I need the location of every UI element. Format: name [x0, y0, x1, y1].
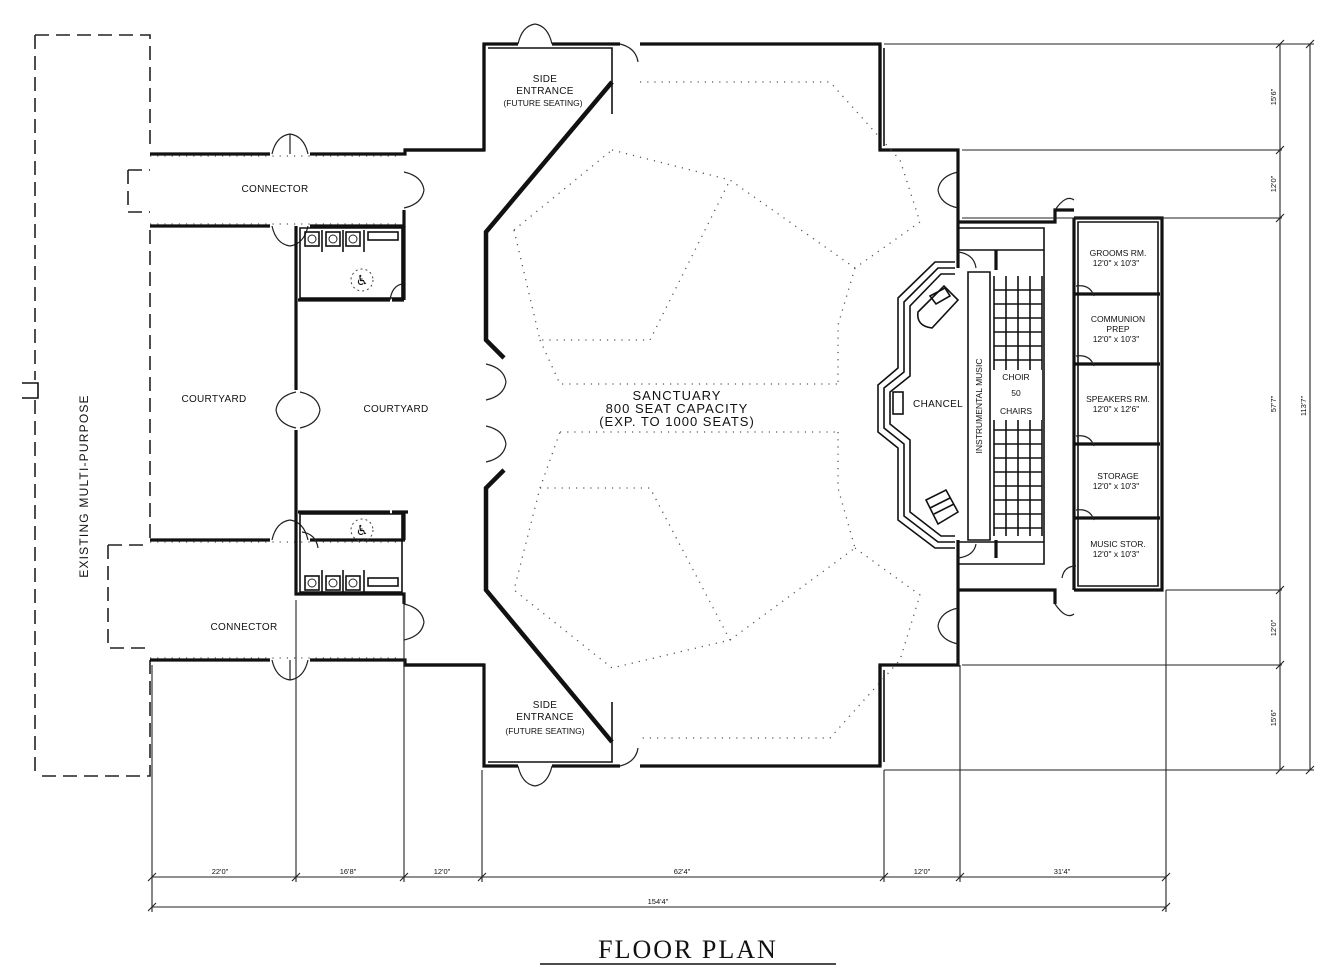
existing-building-label: EXISTING MULTI-PURPOSE [77, 394, 91, 578]
bottom-dimension-labels: 22'0" 16'8" 12'0" 62'4" 12'0" 31'4" 154'… [212, 867, 1071, 906]
music-storage-label: MUSIC STOR. 12'0" x 10'3" [1090, 539, 1146, 559]
svg-text:12'0": 12'0" [914, 867, 931, 876]
drawing-title: FLOOR PLAN [540, 935, 836, 965]
svg-text:12'0" x 10'3": 12'0" x 10'3" [1093, 258, 1140, 268]
svg-text:PREP: PREP [1106, 324, 1129, 334]
svg-text:12'0": 12'0" [434, 867, 451, 876]
right-dimension-labels: 15'6" 12'0" 57'7" 12'0" 15'6" 113'7" [1269, 88, 1308, 726]
chancel-label: CHANCEL [913, 399, 963, 410]
sanctuary-label: SANCTUARY 800 SEAT CAPACITY (EXP. TO 100… [599, 388, 755, 429]
speakers-room-label: SPEAKERS RM. 12'0" x 12'6" [1086, 394, 1150, 414]
grooms-room-label: GROOMS RM. 12'0" x 10'3" [1090, 248, 1147, 268]
svg-text:16'8": 16'8" [340, 867, 357, 876]
svg-text:12'0": 12'0" [1269, 619, 1278, 636]
svg-text:12'0": 12'0" [1269, 175, 1278, 192]
floor-plan-title: FLOOR PLAN [598, 935, 778, 964]
svg-text:CHOIR: CHOIR [1002, 372, 1029, 382]
svg-text:SIDE: SIDE [533, 74, 558, 85]
svg-text:ENTRANCE: ENTRANCE [516, 86, 573, 97]
svg-text:50: 50 [1011, 388, 1021, 398]
svg-text:113'7": 113'7" [1299, 396, 1308, 417]
sanctuary-expansion: (EXP. TO 1000 SEATS) [599, 414, 755, 429]
svg-text:SPEAKERS RM.: SPEAKERS RM. [1086, 394, 1150, 404]
courtyard-right-label: COURTYARD [363, 404, 428, 415]
svg-text:SIDE: SIDE [533, 700, 558, 711]
svg-text:12'0" x 10'3": 12'0" x 10'3" [1093, 334, 1140, 344]
sanctuary-capacity: 800 SEAT CAPACITY [606, 401, 749, 416]
sanctuary-walls [404, 23, 960, 787]
choir-label: CHOIR 50 CHAIRS [1000, 372, 1032, 416]
svg-text:STORAGE: STORAGE [1097, 471, 1139, 481]
right-dimension-lines [884, 39, 1315, 775]
svg-text:CHAIRS: CHAIRS [1000, 406, 1032, 416]
connector-bottom-label: CONNECTOR [211, 622, 278, 633]
choir-area [956, 222, 1045, 590]
connector-top-label: CONNECTOR [242, 184, 309, 195]
svg-text:12'0" x 10'3": 12'0" x 10'3" [1093, 481, 1140, 491]
accessible-icon-2: ♿ [356, 523, 369, 539]
accessible-icon: ♿ [356, 273, 369, 289]
restroom-bottom: ♿ [299, 513, 403, 593]
existing-building-outline [22, 34, 151, 777]
svg-text:(FUTURE SEATING): (FUTURE SEATING) [503, 98, 582, 108]
svg-text:15'6": 15'6" [1269, 88, 1278, 105]
sanctuary-seating-outline [513, 81, 921, 739]
svg-text:154'4": 154'4" [648, 897, 669, 906]
side-entrance-bottom-label: SIDE ENTRANCE (FUTURE SEATING) [505, 700, 584, 736]
svg-text:(FUTURE SEATING): (FUTURE SEATING) [505, 726, 584, 736]
svg-text:GROOMS RM.: GROOMS RM. [1090, 248, 1147, 258]
svg-text:COMMUNION: COMMUNION [1091, 314, 1145, 324]
courtyard-walls [275, 226, 408, 604]
svg-text:62'4": 62'4" [674, 867, 691, 876]
svg-text:MUSIC STOR.: MUSIC STOR. [1090, 539, 1146, 549]
sanctuary-title: SANCTUARY [633, 388, 722, 403]
svg-text:ENTRANCE: ENTRANCE [516, 712, 573, 723]
svg-text:31'4": 31'4" [1054, 867, 1071, 876]
storage-label: STORAGE 12'0" x 10'3" [1093, 471, 1140, 491]
svg-text:15'6": 15'6" [1269, 709, 1278, 726]
restroom-top: ♿ [299, 227, 403, 301]
bottom-dimension-lines [147, 590, 1171, 912]
svg-text:57'7": 57'7" [1269, 395, 1278, 412]
svg-text:12'0" x 10'3": 12'0" x 10'3" [1093, 549, 1140, 559]
courtyard-left-label: COURTYARD [181, 394, 246, 405]
side-entrance-top-label: SIDE ENTRANCE (FUTURE SEATING) [503, 74, 582, 108]
instrumental-music-label: INSTRUMENTAL MUSIC [974, 359, 984, 454]
svg-text:12'0" x 12'6": 12'0" x 12'6" [1093, 404, 1140, 414]
chancel-platform [877, 261, 960, 549]
svg-text:22'0": 22'0" [212, 867, 229, 876]
communion-prep-label: COMMUNION PREP 12'0" x 10'3" [1091, 314, 1145, 344]
